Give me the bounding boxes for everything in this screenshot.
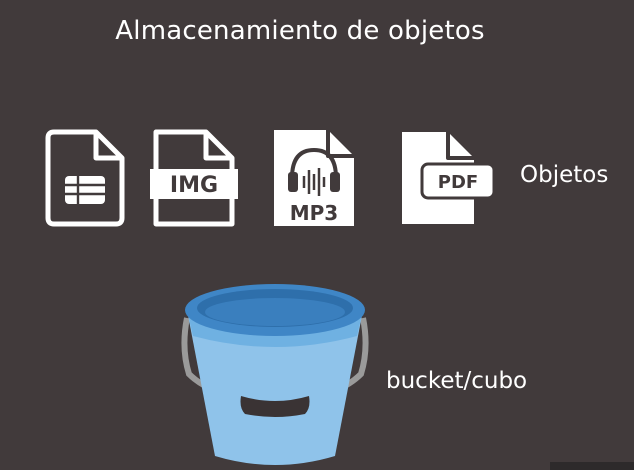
pdf-file-label: PDF [438,172,478,193]
spreadsheet-file-icon [44,128,126,228]
diagram-title: Almacenamiento de objetos [115,16,485,46]
corner-bar [550,462,634,470]
mp3-file-icon: MP3 [270,128,360,228]
img-file-label: IMG [170,173,218,198]
pdf-file-icon: PDF [398,128,498,228]
img-file-icon: IMG [150,128,242,228]
bucket-label: bucket/cubo [386,368,528,394]
mp3-file-label: MP3 [290,201,338,225]
bucket-icon [175,278,375,468]
objects-label: Objetos [520,162,609,188]
